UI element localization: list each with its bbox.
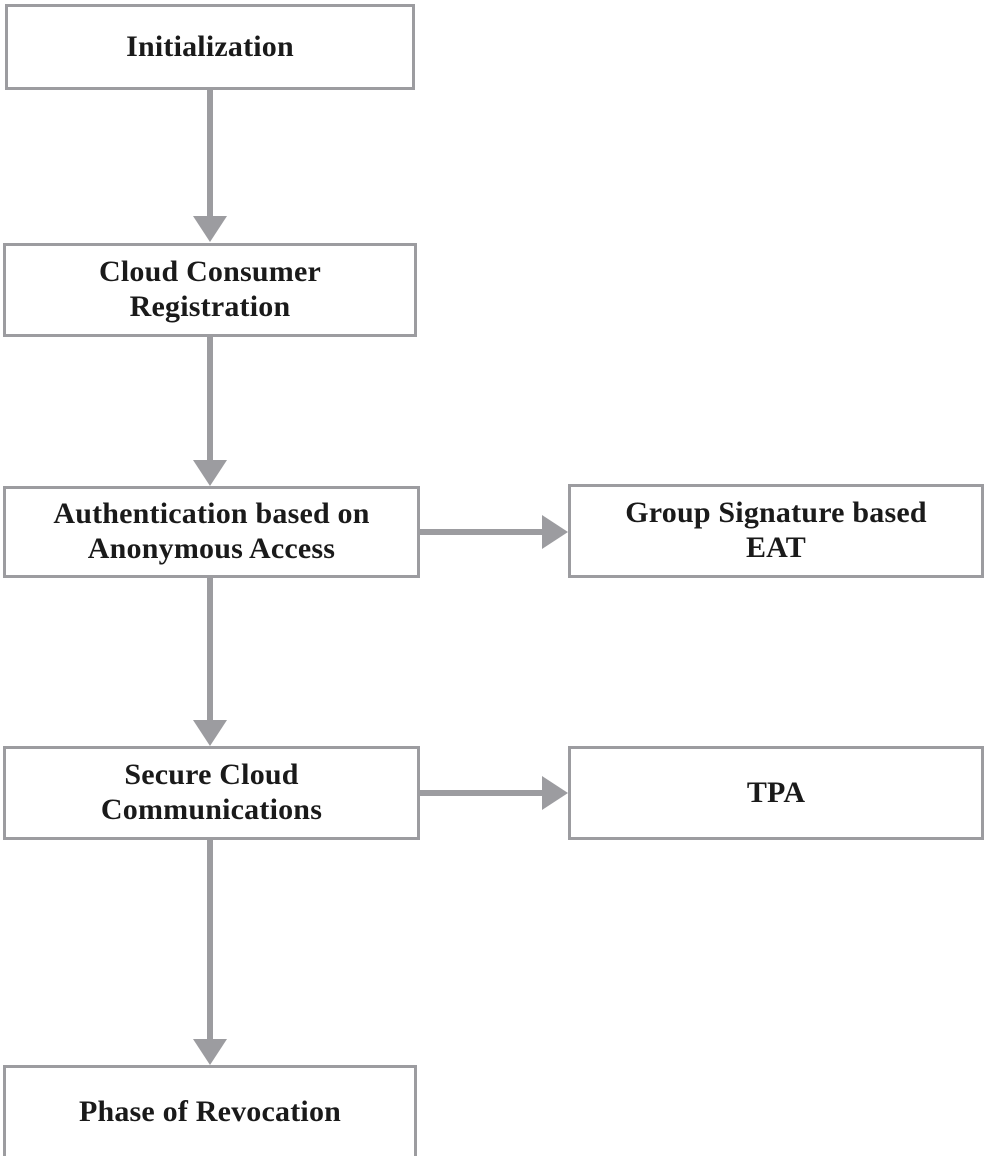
arrow-head-icon xyxy=(193,460,227,486)
arrow-secure-communications-to-revocation xyxy=(193,840,227,1065)
arrow-registration-to-authentication xyxy=(193,337,227,486)
arrow-stem xyxy=(207,840,213,1039)
node-group-signature-eat[interactable]: Group Signature based EAT xyxy=(568,484,984,578)
node-label: Authentication based on Anonymous Access xyxy=(53,497,370,565)
arrow-stem xyxy=(207,337,213,460)
node-cloud-consumer-registration[interactable]: Cloud Consumer Registration xyxy=(3,243,417,337)
arrow-initialization-to-registration xyxy=(193,90,227,242)
arrow-head-icon xyxy=(193,1039,227,1065)
arrow-authentication-to-group-signature xyxy=(420,515,568,549)
arrow-head-icon xyxy=(542,515,568,549)
node-phase-of-revocation[interactable]: Phase of Revocation xyxy=(3,1065,417,1156)
node-initialization[interactable]: Initialization xyxy=(5,4,415,90)
arrow-head-icon xyxy=(193,216,227,242)
arrow-stem xyxy=(420,529,542,535)
node-tpa[interactable]: TPA xyxy=(568,746,984,840)
node-label: Cloud Consumer Registration xyxy=(99,255,321,323)
arrow-stem xyxy=(420,790,542,796)
node-authentication-anonymous-access[interactable]: Authentication based on Anonymous Access xyxy=(3,486,420,578)
node-label: TPA xyxy=(746,775,806,809)
node-label: Secure Cloud Communications xyxy=(100,758,323,826)
node-label: Initialization xyxy=(126,29,294,63)
arrow-secure-communications-to-tpa xyxy=(420,776,568,810)
arrow-stem xyxy=(207,90,213,216)
arrow-head-icon xyxy=(193,720,227,746)
arrow-head-icon xyxy=(542,776,568,810)
arrow-authentication-to-secure-communications xyxy=(193,578,227,746)
node-secure-cloud-communications[interactable]: Secure Cloud Communications xyxy=(3,746,420,840)
node-label: Group Signature based EAT xyxy=(625,496,927,564)
node-label: Phase of Revocation xyxy=(78,1094,342,1128)
arrow-stem xyxy=(207,578,213,720)
